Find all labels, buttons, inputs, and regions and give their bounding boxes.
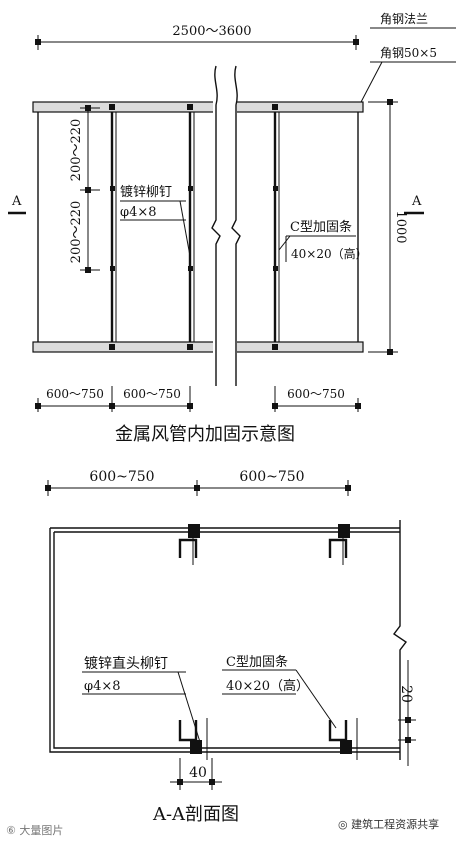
- spacing-lower-label: 200～220: [69, 201, 84, 264]
- flange-label: 角钢法兰: [380, 12, 428, 26]
- section-bottom-dim-label: 40: [189, 765, 207, 781]
- stiffener-label: C型加固条: [290, 219, 352, 235]
- section-rivet-spec: φ4×8: [84, 679, 121, 694]
- bottom-dimensions: 600～750 600～750 600～750: [35, 386, 361, 412]
- section-mark-left: A: [11, 194, 22, 209]
- bottom-dim-3: 600～750: [287, 387, 345, 401]
- section-mark-right: A: [411, 194, 422, 209]
- section-stiffener-bottom-left: [178, 718, 208, 760]
- spacing-dimension: 200～220 200～220: [69, 105, 100, 273]
- break-line: [211, 65, 241, 386]
- section-stiffener-callout: C型加固条 40×20（高）: [222, 654, 337, 729]
- section-stiffener-top-right: [328, 524, 350, 565]
- height-label: 1000: [393, 210, 408, 243]
- section-rivet-callout: 镀锌直头柳钉 φ4×8: [82, 655, 201, 743]
- section-top-dim-2: 600~750: [239, 469, 304, 485]
- section-right-dimension: 20: [398, 660, 416, 766]
- top-view-caption: 金属风管内加固示意图: [115, 424, 295, 445]
- section-stiffener-spec: 40×20（高）: [226, 678, 309, 694]
- height-dimension: 1000: [368, 99, 408, 355]
- section-view: 600~750 600~750: [45, 469, 416, 825]
- stiffener-2: [187, 104, 195, 350]
- section-bottom-dimension: 40: [170, 758, 222, 790]
- bottom-dim-1: 600～750: [46, 387, 104, 401]
- watermark-right: ◎ 建筑工程资源共享: [338, 816, 439, 832]
- stiffener-spec: 40×20（高）: [291, 246, 368, 261]
- top-view: 2500～3600 角钢法兰 角钢50×5: [8, 12, 456, 445]
- section-top-dim-1: 600~750: [89, 469, 154, 485]
- duct-section-outline: [49, 520, 408, 760]
- flange-callout: 角钢法兰 角钢50×5: [359, 12, 456, 105]
- spacing-upper-label: 200～220: [69, 119, 84, 182]
- flange-spec: 角钢50×5: [380, 46, 437, 60]
- watermark-right-text: 建筑工程资源共享: [351, 818, 440, 831]
- rivet-label: 镀锌柳钉: [120, 184, 172, 200]
- section-stiffener-bottom-right: [328, 718, 358, 760]
- section-stiffener-label: C型加固条: [226, 654, 288, 670]
- section-stiffener-top-left: [178, 524, 200, 565]
- rivet-callout: 镀锌柳钉 φ4×8: [120, 184, 191, 257]
- section-rivet-label: 镀锌直头柳钉: [84, 655, 168, 672]
- overall-width-dimension: 2500～3600: [35, 24, 359, 50]
- rivet-markers: [110, 186, 278, 271]
- section-right-dim-label: 20: [398, 685, 414, 703]
- rivet-spec: φ4×8: [120, 205, 157, 220]
- stiffener-3: [272, 104, 280, 350]
- top-flange-rail: [32, 101, 364, 113]
- stiffener-1: [109, 104, 117, 350]
- bottom-dim-2: 600～750: [123, 387, 181, 401]
- section-top-dimensions: 600~750 600~750: [45, 469, 351, 496]
- section-view-caption: A-A剖面图: [152, 804, 239, 825]
- wechat-icon: ◎: [338, 818, 352, 831]
- watermark-left: ⑥ 大量图片: [6, 824, 64, 837]
- section-marks: A A: [8, 194, 424, 215]
- overall-width-label: 2500～3600: [172, 24, 251, 39]
- bottom-flange-rail: [32, 341, 364, 353]
- stiffener-callout: C型加固条 40×20（高）: [278, 219, 368, 262]
